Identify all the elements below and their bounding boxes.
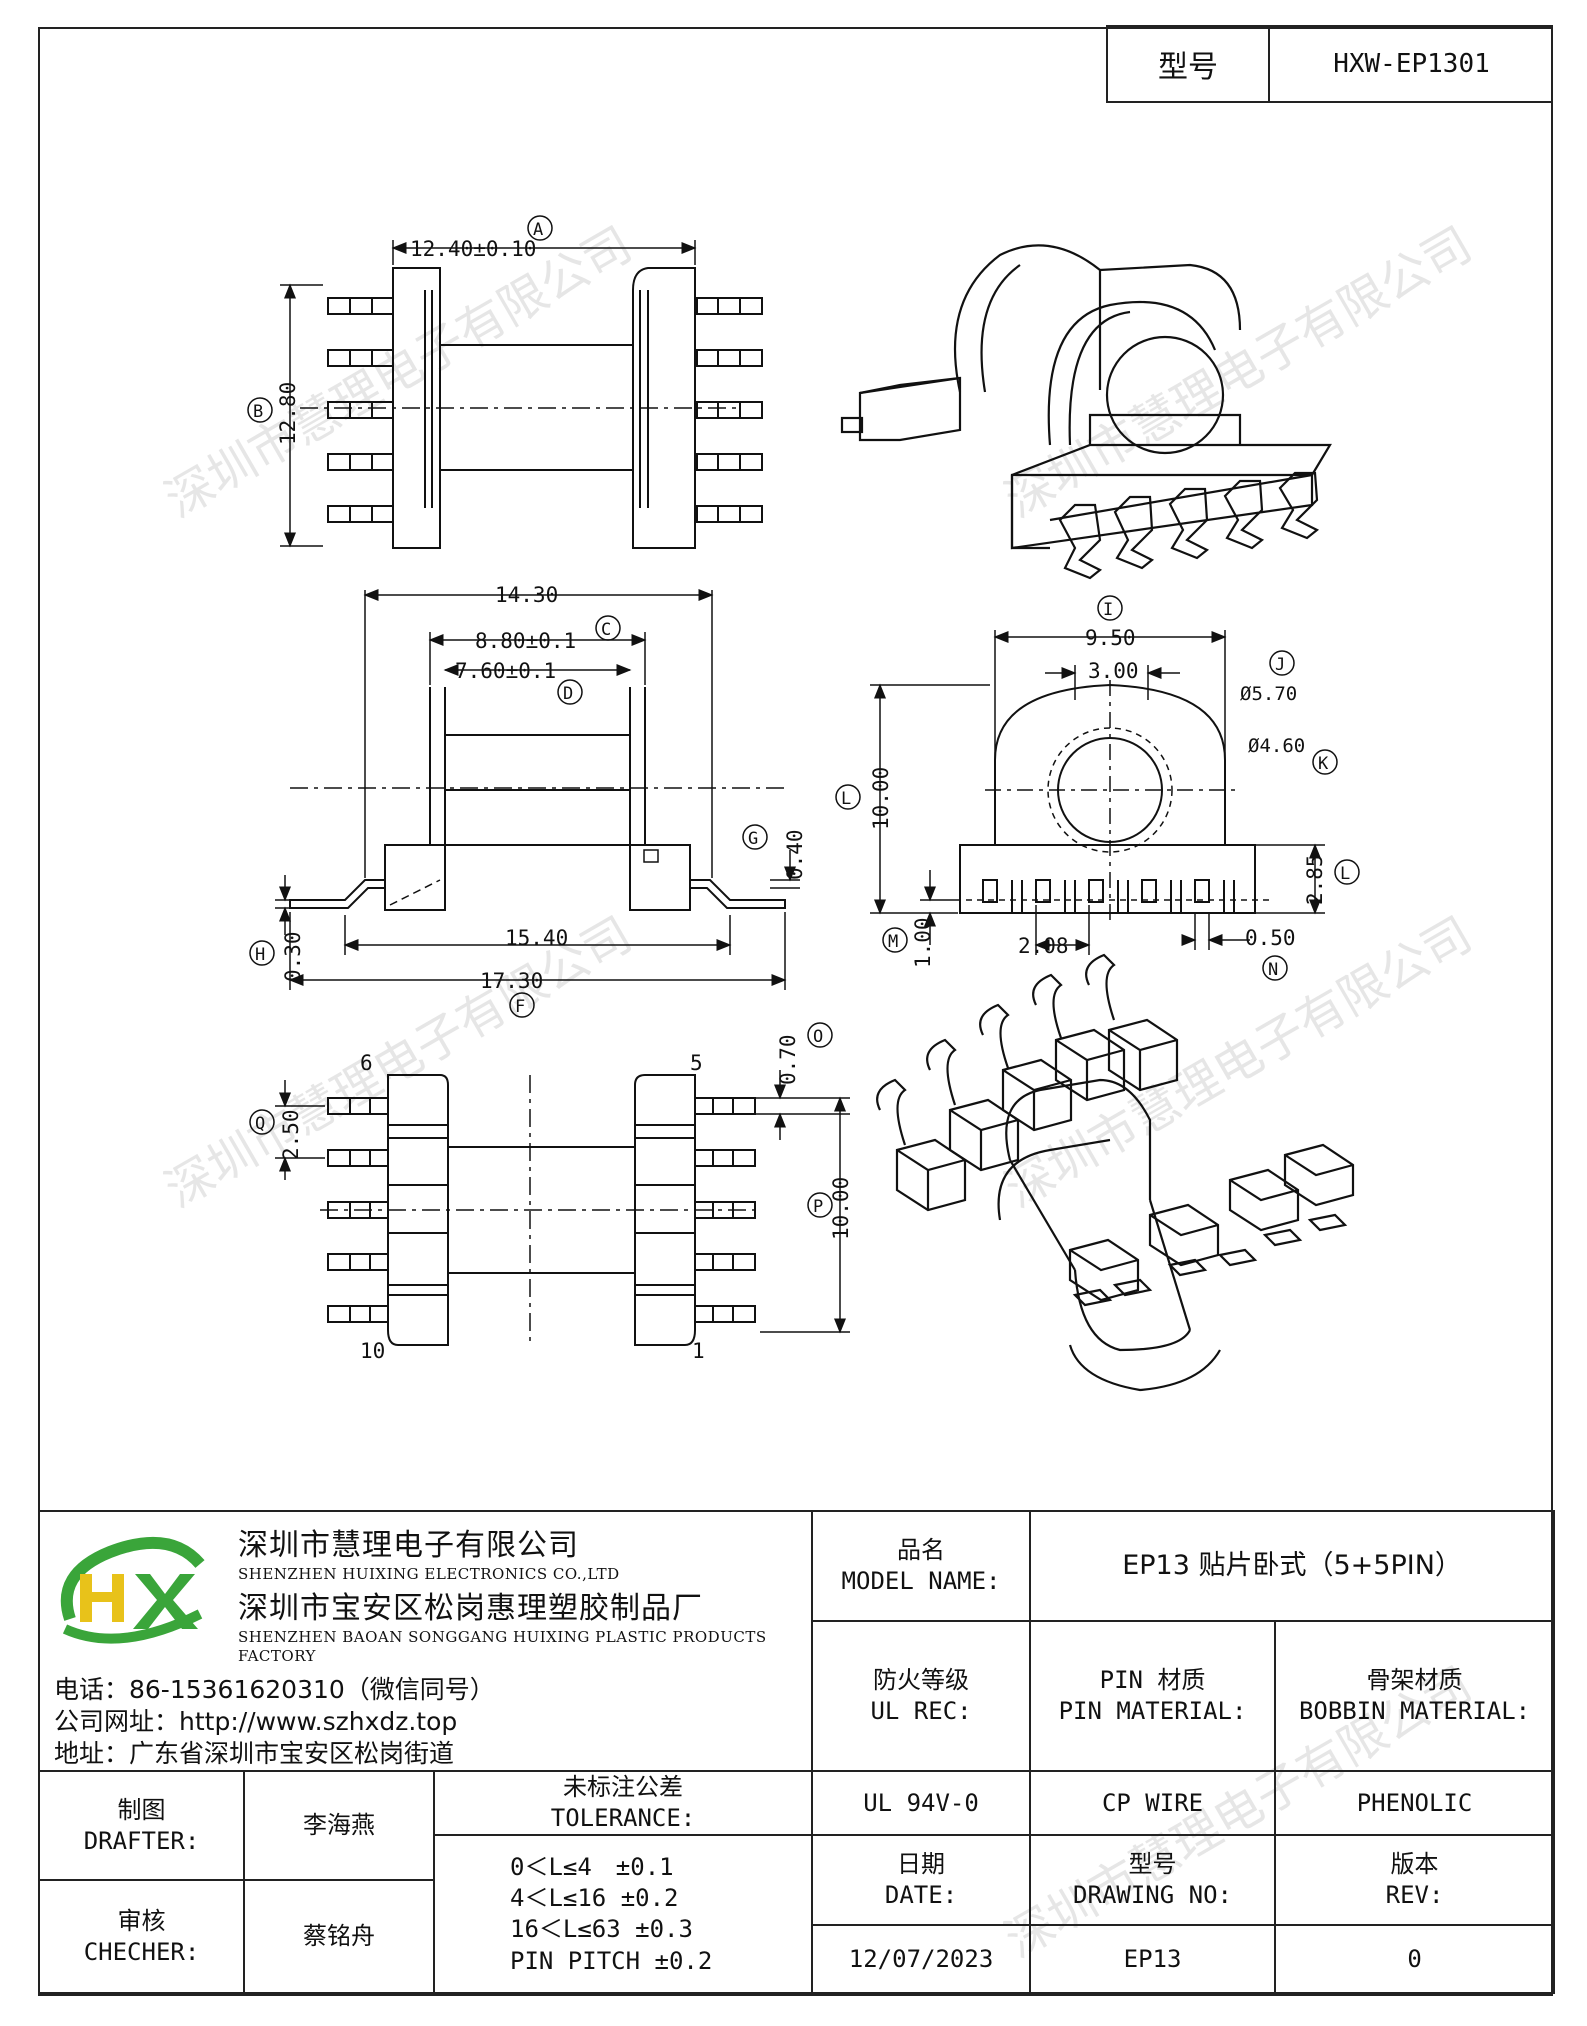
tolerance-label: 未标注公差 TOLERANCE: (432, 1769, 814, 1837)
bobbin-material-label: 骨架材质 BOBBIN MATERIAL: (1274, 1620, 1556, 1772)
title-block: 深圳市慧理电子有限公司 SHENZHEN HUIXING ELECTRONICS… (37, 1510, 1556, 1995)
dim-f: 17.30 (480, 969, 543, 993)
pin-10-label: 10 (360, 1339, 385, 1363)
label-a: A (533, 220, 543, 240)
label-f: F (515, 997, 525, 1017)
label-k: K (1318, 754, 1329, 774)
ul-rec-label: 防火等级 UL REC: (811, 1620, 1032, 1772)
pin-material-value: CP WIRE (1029, 1769, 1277, 1837)
side-view (275, 589, 800, 990)
dim-f-inner: 15.40 (505, 926, 568, 950)
company-name-cn: 深圳市慧理电子有限公司 (238, 1528, 579, 1563)
label-i: I (1103, 600, 1113, 620)
isometric-view-top (840, 244, 1332, 580)
ul-value: UL 94V-0 (811, 1769, 1032, 1837)
dim-i: 9.50 (1085, 626, 1136, 650)
dim-d: 7.60±0.1 (455, 659, 556, 683)
label-b: B (253, 402, 263, 422)
top-view (280, 240, 763, 549)
bottom-view (275, 1070, 850, 1346)
label-pin-offset: M (888, 932, 898, 952)
label-height: L (841, 789, 851, 809)
company-address: 地址：广东省深圳市宝安区松岗街道 (54, 1739, 455, 1768)
label-c: C (601, 620, 611, 640)
company-name-en: SHENZHEN HUIXING ELECTRONICS CO.,LTD (238, 1565, 620, 1583)
label-o: O (813, 1027, 823, 1047)
dim-p: 10.00 (829, 1177, 853, 1240)
model-name-value: EP13 贴片卧式（5+5PIN） (1029, 1510, 1556, 1622)
checker-label: 审核 CHECHER: (38, 1879, 245, 1995)
pin-material-label: PIN 材质 PIN MATERIAL: (1029, 1620, 1277, 1772)
isometric-view-bottom (876, 953, 1355, 1392)
dim-c: 8.80±0.1 (475, 629, 576, 653)
label-p: P (813, 1197, 823, 1217)
company-logo (60, 1536, 205, 1644)
model-number-box: 型号 HXW-EP1301 (1106, 25, 1553, 103)
date-label: 日期 DATE: (811, 1834, 1032, 1927)
pin-5-label: 5 (690, 1051, 703, 1075)
factory-name-en: SHENZHEN BAOAN SONGGANG HUIXING PLASTIC … (238, 1627, 767, 1666)
label-base: L (1340, 864, 1350, 884)
model-name-label: 品名 MODEL NAME: (811, 1510, 1032, 1622)
dim-a: 12.40±0.10 (410, 237, 536, 261)
rev-label: 版本 REV: (1274, 1834, 1556, 1927)
factory-name-cn: 深圳市宝安区松岗惠理塑胶制品厂 (238, 1590, 703, 1626)
bobbin-material-value: PHENOLIC (1274, 1769, 1556, 1837)
label-j: J (1275, 655, 1285, 675)
drafter-label: 制图 DRAFTER: (38, 1769, 245, 1882)
label-d: D (563, 684, 573, 704)
dim-q: 2.50 (279, 1109, 303, 1160)
dim-core-slot: 3.00 (1088, 659, 1139, 683)
rev-value: 0 (1274, 1924, 1556, 1995)
model-label: 型号 (1108, 27, 1270, 101)
company-phone: 电话：86-15361620310（微信同号） (54, 1675, 495, 1704)
dim-j: Ø5.70 (1240, 683, 1297, 705)
label-pin-w: N (1268, 960, 1278, 980)
pin-1-label: 1 (692, 1339, 705, 1363)
drawing-frame (38, 27, 1553, 1996)
company-website: 公司网址：http://www.szhxdz.top (54, 1707, 458, 1736)
drawing-no-value: EP13 (1029, 1924, 1277, 1995)
dim-pin-w: 0.50 (1245, 926, 1296, 950)
label-q: Q (255, 1114, 265, 1134)
dim-pitch: 2.08 (1018, 934, 1069, 958)
pin-6-label: 6 (360, 1051, 373, 1075)
dim-b: 12.80 (276, 382, 300, 445)
checker-name: 蔡铭舟 (243, 1879, 435, 1995)
tolerance-table: 0＜L≤4 ±0.1 4＜L≤16 ±0.2 16＜L≤63 ±0.3 PIN … (432, 1834, 814, 1995)
drafter-name: 李海燕 (243, 1769, 435, 1882)
dim-o: 0.70 (776, 1034, 800, 1085)
dim-k: Ø4.60 (1248, 735, 1305, 757)
model-value: HXW-EP1301 (1333, 49, 1490, 79)
dim-g: 0.40 (783, 829, 807, 880)
dim-height: 10.00 (869, 767, 893, 830)
date-value: 12/07/2023 (811, 1924, 1032, 1995)
technical-drawing: 12.40±0.10 A 12.80 B 14.30 8.80±0.1 C 7.… (247, 215, 1360, 1392)
company-block: 深圳市慧理电子有限公司 SHENZHEN HUIXING ELECTRONICS… (37, 1510, 814, 1772)
dim-base: 2.85 (1303, 854, 1327, 905)
drawing-no-label: 型号 DRAWING NO: (1029, 1834, 1277, 1927)
dim-h: 0.30 (281, 931, 305, 982)
label-h: H (255, 945, 265, 965)
label-g: G (748, 829, 758, 849)
front-view (870, 630, 1325, 955)
dim-total-width: 14.30 (495, 583, 558, 607)
dim-pin-offset: 1.00 (911, 917, 935, 968)
